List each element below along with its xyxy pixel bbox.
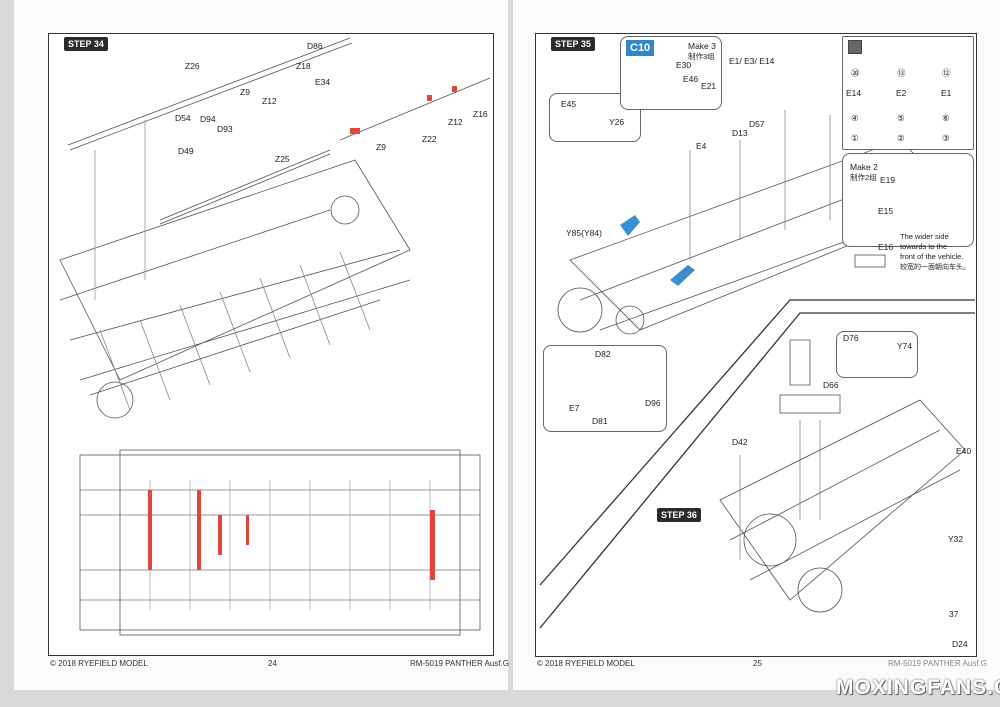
step-34-badge: STEP 34: [64, 37, 108, 51]
make-label: Make 3: [688, 41, 716, 51]
note-line: 较宽的一面朝向车头。: [900, 264, 970, 271]
color-number: ⑤: [897, 113, 905, 123]
part-label: Y74: [897, 341, 913, 351]
part-label: D24: [952, 639, 968, 649]
part-label: D82: [595, 349, 611, 359]
part-label: E19: [880, 175, 896, 185]
part-label: D42: [732, 437, 748, 447]
part-label: Z12: [262, 96, 277, 106]
part-label: E7: [569, 403, 580, 413]
part-label: E1/ E3/ E14: [729, 56, 775, 66]
footer-page-number: 25: [753, 659, 762, 668]
paint-icon: [848, 40, 862, 54]
part-label: D81: [592, 416, 608, 426]
part-label: E16: [878, 242, 894, 252]
part-label: Y32: [948, 534, 964, 544]
red-highlights: [148, 86, 930, 580]
color-number: ①: [851, 133, 859, 143]
part-label: E21: [701, 81, 717, 91]
part-label: Y26: [609, 117, 625, 127]
wheel-callout: [543, 345, 667, 432]
part-label: Z12: [448, 117, 463, 127]
part-label: E46: [683, 74, 699, 84]
step-34-frame: [48, 33, 494, 656]
ammo-panel: [842, 36, 974, 150]
part-label: Y85(Y84): [566, 228, 602, 238]
ammo-label: E1: [941, 88, 952, 98]
part-label: D57: [749, 119, 765, 129]
note-line: front of the vehicle.: [900, 252, 964, 261]
part-label: D86: [307, 41, 323, 51]
part-label: Z26: [185, 61, 200, 71]
color-number: ⑳: [851, 68, 860, 78]
footer-copyright: © 2018 RYEFIELD MODEL: [50, 659, 148, 668]
note-line: towards to the: [900, 242, 948, 251]
color-number: ④: [851, 113, 859, 123]
part-label: E15: [878, 206, 894, 216]
part-label: E45: [561, 99, 577, 109]
part-label: Z16: [473, 109, 488, 119]
part-label: D54: [175, 113, 191, 123]
part-label: E34: [315, 77, 331, 87]
part-label: 37: [949, 609, 959, 619]
part-label: D93: [217, 124, 233, 134]
part-label: E4: [696, 141, 707, 151]
color-number: ⑫: [942, 68, 951, 78]
part-label: Z9: [376, 142, 386, 152]
footer-product: RM-5019 PANTHER Ausf.G: [888, 659, 987, 668]
step-35-badge: STEP 35: [551, 37, 595, 51]
part-label: Z22: [422, 134, 437, 144]
part-label: D13: [732, 128, 748, 138]
color-number: ②: [897, 133, 905, 143]
color-number: ⑥: [942, 113, 950, 123]
part-label: Z9: [240, 87, 250, 97]
part-label: D96: [645, 398, 661, 408]
make-label-cn: 制作2组: [850, 173, 877, 182]
ammo-label: E14: [846, 88, 862, 98]
part-label: D94: [200, 114, 216, 124]
part-label: E30: [676, 60, 692, 70]
footer-product: RM-5019 PANTHER Ausf.G: [410, 659, 509, 668]
step-36-badge: STEP 36: [657, 508, 701, 522]
part-label: D49: [178, 146, 194, 156]
part-label: Z18: [296, 61, 311, 71]
note-line: The wider side: [900, 232, 949, 241]
ammo-box-callout: [842, 153, 974, 247]
part-label: Z25: [275, 154, 290, 164]
seat-callout: [836, 331, 918, 378]
footer-page-number: 24: [268, 659, 277, 668]
part-label: D66: [823, 380, 839, 390]
ammo-label: E2: [896, 88, 907, 98]
watermark: MOXINGFANS.COM: [836, 676, 1000, 699]
color-number: ⑬: [897, 68, 906, 78]
part-label: E40: [956, 446, 972, 456]
c10-badge: C10: [626, 40, 655, 56]
make-label: Make 2: [850, 162, 878, 172]
color-number: ③: [942, 133, 950, 143]
part-label: D76: [843, 333, 859, 343]
make-label-cn: 制作3组: [688, 52, 715, 61]
footer-copyright: © 2018 RYEFIELD MODEL: [537, 659, 635, 668]
